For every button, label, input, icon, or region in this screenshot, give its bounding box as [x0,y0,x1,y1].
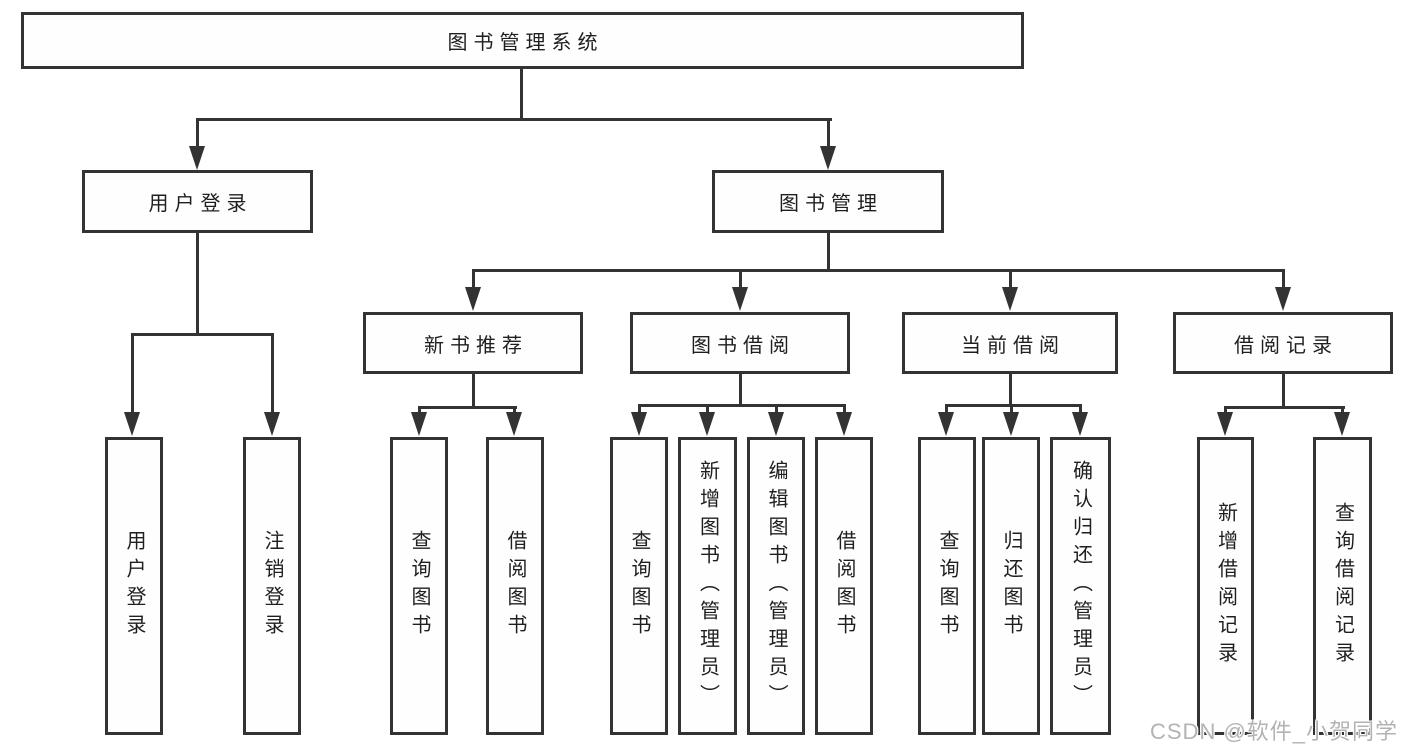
node-label: 当前借阅 [961,334,1065,357]
node-label: 图书借阅 [691,334,795,357]
connector-line [196,232,199,334]
connector-line [520,68,523,120]
arrow-down-icon [1217,412,1233,436]
connector-line [1341,406,1344,416]
node-label: 新书推荐 [424,334,528,357]
connector-line [1224,406,1227,416]
connector-line [1010,404,1013,416]
arrow-down-icon [732,287,748,311]
connector-line [131,333,134,415]
connector-line [418,406,517,409]
arrow-down-icon [411,412,427,436]
node-new-book-recommend: 新书推荐 [363,312,583,374]
connector-line [1009,374,1012,406]
node-label: 图书管理 [779,193,883,215]
connector-line [739,269,742,291]
csdn-watermark: CSDN @软件_小贺同学 [1150,719,1399,744]
connector-line [1224,406,1345,409]
node-label: 新增图书（管理员） [696,460,719,712]
connector-line [472,269,1285,272]
connector-line [196,118,832,121]
node-leaf-return-books: 归还图书 [982,437,1040,735]
connector-line [131,333,274,336]
node-book-borrowing: 图书借阅 [630,312,850,374]
node-label: 新增借阅记录 [1214,502,1237,670]
node-book-management: 图书管理 [712,170,944,233]
arrow-down-icon [836,412,852,436]
node-current-borrowing: 当前借阅 [902,312,1118,374]
connector-line [775,404,778,416]
node-leaf-query-books: 查询图书 [918,437,976,735]
node-label: 图书管理系统 [447,32,604,54]
arrow-down-icon [938,412,954,436]
node-label: 查询图书 [628,530,650,642]
node-leaf-edit-books-admin: 编辑图书（管理员） [747,437,805,735]
node-leaf-logout: 注销登录 [243,437,301,735]
arrow-down-icon [189,146,205,170]
arrow-down-icon [1002,287,1018,311]
connector-line [638,404,846,407]
node-label: 注销登录 [261,530,283,642]
node-leaf-query-books: 查询图书 [390,437,448,735]
connector-line [827,232,830,272]
connector-line [827,118,830,152]
node-label: 确认归还（管理员） [1069,460,1092,712]
connector-line [418,406,421,416]
arrow-down-icon [1072,412,1088,436]
connector-line [945,404,1082,407]
node-leaf-query-borrow-record: 查询借阅记录 [1313,437,1372,735]
connector-line [196,118,199,152]
node-label: 借阅图书 [504,530,526,642]
node-leaf-borrow-books: 借阅图书 [815,437,873,735]
connector-line [1282,374,1285,408]
node-library-system: 图书管理系统 [21,12,1024,69]
arrow-down-icon [699,412,715,436]
connector-line [271,333,274,415]
node-label: 查询图书 [408,530,430,642]
connector-line [513,406,516,416]
arrow-down-icon [1275,287,1291,311]
arrow-down-icon [1003,412,1019,436]
node-label: 归还图书 [1000,530,1022,642]
node-label: 用户登录 [148,193,253,215]
node-label: 查询图书 [936,530,958,642]
connector-line [472,269,475,291]
arrow-down-icon [124,412,140,436]
arrow-down-icon [631,412,647,436]
node-label: 借阅图书 [833,530,855,642]
node-label: 查询借阅记录 [1331,502,1354,670]
arrow-down-icon [768,412,784,436]
connector-line [843,404,846,416]
node-label: 用户登录 [123,530,145,642]
node-leaf-user-login: 用户登录 [105,437,163,735]
node-leaf-add-books-admin: 新增图书（管理员） [678,437,737,735]
node-leaf-add-borrow-record: 新增借阅记录 [1197,437,1254,735]
connector-line [472,374,475,408]
arrow-down-icon [465,287,481,311]
connector-line [739,374,742,406]
connector-line [1282,269,1285,291]
node-leaf-borrow-books: 借阅图书 [486,437,544,735]
connector-line [1079,404,1082,416]
node-leaf-confirm-return-admin: 确认归还（管理员） [1050,437,1111,735]
node-borrowing-records: 借阅记录 [1173,312,1393,374]
connector-line [706,404,709,416]
arrow-down-icon [1334,412,1350,436]
connector-line [1009,269,1012,291]
node-label: 借阅记录 [1234,334,1338,357]
node-label: 编辑图书（管理员） [765,460,787,712]
node-leaf-query-books: 查询图书 [610,437,668,735]
connector-line [945,404,948,416]
arrow-down-icon [820,146,836,170]
node-user-login: 用户登录 [82,170,313,233]
arrow-down-icon [506,412,522,436]
connector-line [638,404,641,416]
arrow-down-icon [264,412,280,436]
